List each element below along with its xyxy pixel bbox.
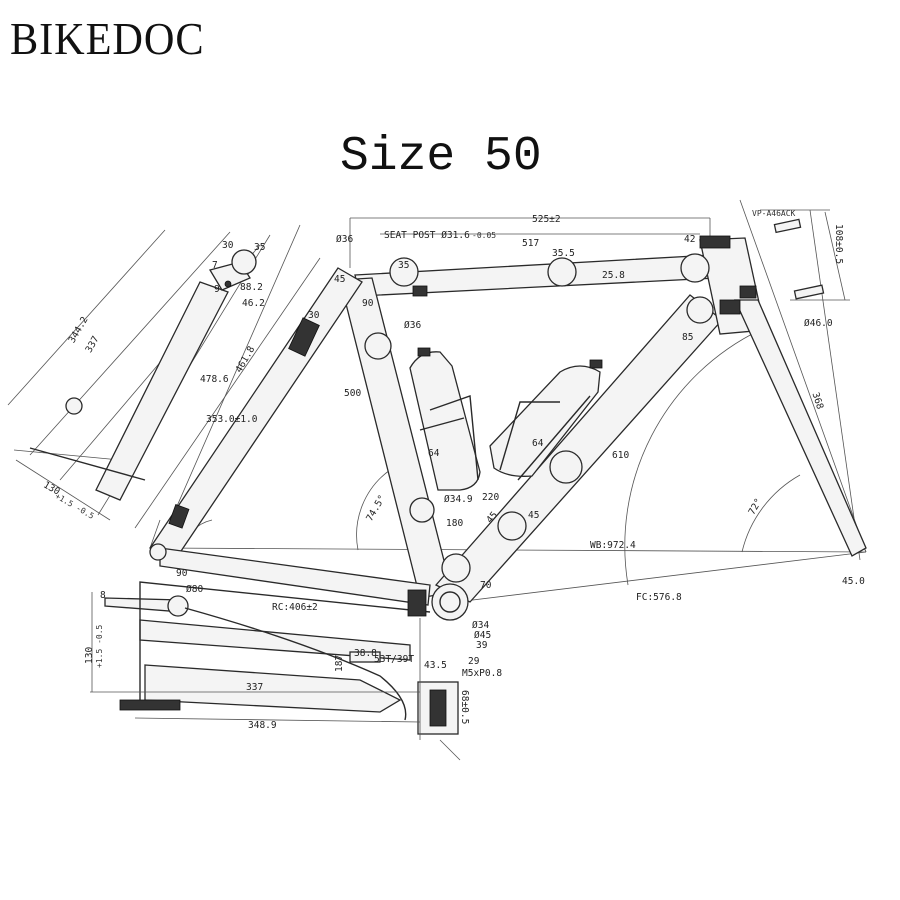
fork-blade: [733, 299, 867, 557]
dim-39: 39: [476, 640, 488, 651]
dim-36-st: Ø36: [404, 320, 421, 331]
chain-stay: [159, 547, 431, 606]
dim-45-bb: Ø45: [474, 630, 491, 641]
dim-85: 85: [682, 332, 693, 343]
dim-68: 68±0.5: [459, 690, 470, 724]
dim-220: 220: [482, 492, 499, 503]
dim-64a: 64: [428, 448, 440, 459]
bottom-bracket: [431, 583, 469, 621]
dim-43-5: 43.5: [424, 660, 447, 671]
dim-478: 478.6: [200, 374, 229, 385]
dim-610: 610: [612, 450, 629, 461]
dim-45-tt: 45: [334, 274, 345, 285]
dim-30: 30: [308, 310, 320, 321]
headset-model: VP-A46ACK: [752, 209, 796, 218]
size-title: Size 50: [340, 130, 542, 184]
dim-35: 35: [398, 260, 409, 271]
dim-130-tol: +1.5 -0.5: [54, 491, 96, 521]
dim-headset-diameter: Ø46.0: [804, 318, 833, 329]
down-tube: [434, 294, 723, 603]
dim-seatpost: SEAT POST Ø31.6: [384, 230, 470, 241]
dim-29: 29: [468, 656, 480, 667]
dim-90-cs: 90: [176, 568, 188, 579]
dim-8: 8: [100, 590, 106, 601]
bottle-cage-down-tube: [489, 359, 603, 481]
headset-detail: [699, 209, 850, 315]
dim-368: 368: [809, 391, 825, 411]
dim-top-tube-length: 525±2: [532, 214, 561, 225]
dim-9: 9: [214, 284, 220, 295]
dim-130-left: 130: [84, 647, 95, 664]
dim-35-5: 35.5: [552, 248, 575, 259]
dim-45-dt2: 45: [528, 510, 539, 521]
dim-72: 72°: [747, 497, 765, 517]
dim-30b: 30: [222, 240, 234, 251]
dim-344: 344.2: [67, 315, 91, 345]
dimension-labels: 525±2 SEAT POST Ø31.6 -0.05 517 35.5 35 …: [41, 209, 865, 731]
tube-sections: [364, 253, 714, 583]
dim-34: Ø34: [472, 620, 489, 631]
dim-42: 42: [684, 234, 695, 245]
dim-wheelbase: WB:972.4: [590, 540, 636, 551]
dim-88: 88.2: [240, 282, 263, 293]
dim-front-center: FC:576.8: [636, 592, 682, 603]
dim-74-5: 74.5°: [364, 493, 388, 523]
brand-title: BIKEDOC: [10, 13, 205, 64]
dim-348: 348.9: [248, 720, 277, 731]
dim-337: 337: [84, 334, 102, 354]
dim-seatpost-tol: -0.05: [472, 231, 496, 240]
dim-38-8: 38.8: [354, 648, 377, 659]
dim-461: 461.8: [234, 344, 258, 375]
dim-7: 7: [212, 260, 218, 271]
dim-500: 500: [344, 388, 361, 399]
dim-349: Ø34.9: [444, 494, 473, 505]
dim-35b: 35: [254, 242, 265, 253]
dim-130-left-tol: +1.5 -0.5: [95, 624, 104, 668]
chainstay-detail: [90, 581, 461, 761]
dim-headset-height: 108±0.5: [833, 224, 844, 264]
dim-25-8: 25.8: [602, 270, 625, 281]
dim-70: 70: [480, 580, 492, 591]
dim-46: 46.2: [242, 298, 265, 309]
dim-187: 187: [334, 655, 345, 672]
dim-337-cs: 337: [246, 682, 263, 693]
dim-45-0: 45.0: [842, 576, 865, 587]
dim-m5: M5xP0.8: [462, 668, 502, 679]
dim-517: 517: [522, 238, 539, 249]
dim-36-top: Ø36: [336, 234, 353, 245]
dim-80: Ø80: [186, 584, 203, 595]
dim-353: 353.0±1.0: [206, 414, 258, 425]
dim-90: 90: [362, 298, 374, 309]
dim-64b: 64: [532, 438, 544, 449]
dim-chainring: 53T/39T: [374, 654, 414, 665]
rear-dropout: [149, 543, 167, 561]
bottle-cage-seat-tube: [409, 347, 481, 491]
dim-180: 180: [446, 518, 463, 529]
rear-stay-detail: [29, 249, 320, 529]
dim-rear-center: RC:406±2: [272, 602, 318, 613]
